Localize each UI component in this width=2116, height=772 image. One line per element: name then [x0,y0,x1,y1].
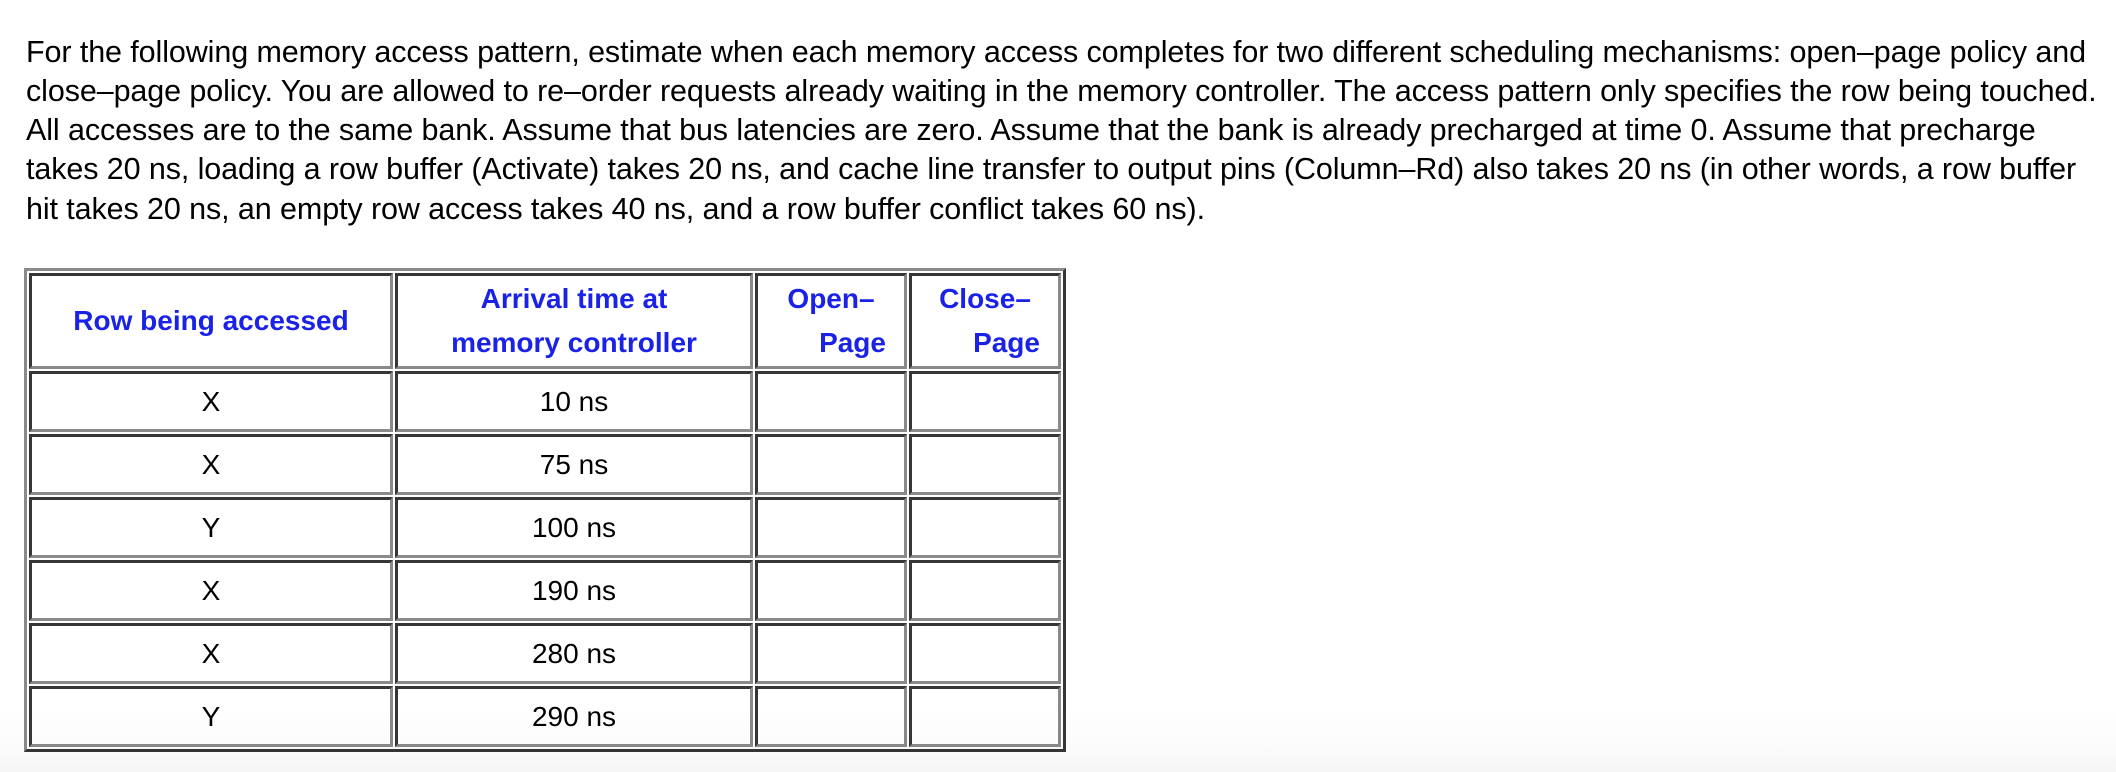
cell-close-page[interactable] [909,686,1061,747]
cell-row-being-accessed: X [29,371,393,432]
column-header-open-page-line1: Open– [787,283,875,314]
cell-arrival-time: 75 ns [395,434,753,495]
table-header-row: Row being accessed Arrival time at memor… [29,273,1061,369]
cell-arrival-time: 280 ns [395,623,753,684]
table-header: Row being accessed Arrival time at memor… [29,273,1061,369]
column-header-arrival-time-line1: Arrival time at [480,283,668,314]
cell-close-page[interactable] [909,497,1061,558]
column-header-close-page: Close– Page [909,273,1061,369]
cell-row-being-accessed: X [29,560,393,621]
column-header-arrival-time-line2: memory controller [451,327,697,358]
cell-open-page[interactable] [755,371,907,432]
question-prompt-text: For the following memory access pattern,… [26,34,2097,226]
cell-open-page[interactable] [755,560,907,621]
memory-access-table: Row being accessed Arrival time at memor… [24,268,1066,752]
column-header-close-page-line1: Close– [939,283,1031,314]
cell-close-page[interactable] [909,623,1061,684]
column-header-close-page-line2: Page [973,327,1040,358]
cell-close-page[interactable] [909,434,1061,495]
cell-open-page[interactable] [755,623,907,684]
cell-close-page[interactable] [909,371,1061,432]
cell-row-being-accessed: X [29,434,393,495]
cell-open-page[interactable] [755,434,907,495]
cell-open-page[interactable] [755,686,907,747]
column-header-arrival-time: Arrival time at memory controller [395,273,753,369]
cell-arrival-time: 190 ns [395,560,753,621]
column-header-open-page-line2: Page [819,327,886,358]
cell-row-being-accessed: Y [29,686,393,747]
column-header-row-being-accessed-line1: Row being accessed [73,305,349,336]
column-header-open-page: Open– Page [755,273,907,369]
cell-row-being-accessed: Y [29,497,393,558]
cell-close-page[interactable] [909,560,1061,621]
cell-arrival-time: 10 ns [395,371,753,432]
cell-arrival-time: 290 ns [395,686,753,747]
cell-row-being-accessed: X [29,623,393,684]
column-header-row-being-accessed: Row being accessed [29,273,393,369]
cell-open-page[interactable] [755,497,907,558]
cell-arrival-time: 100 ns [395,497,753,558]
